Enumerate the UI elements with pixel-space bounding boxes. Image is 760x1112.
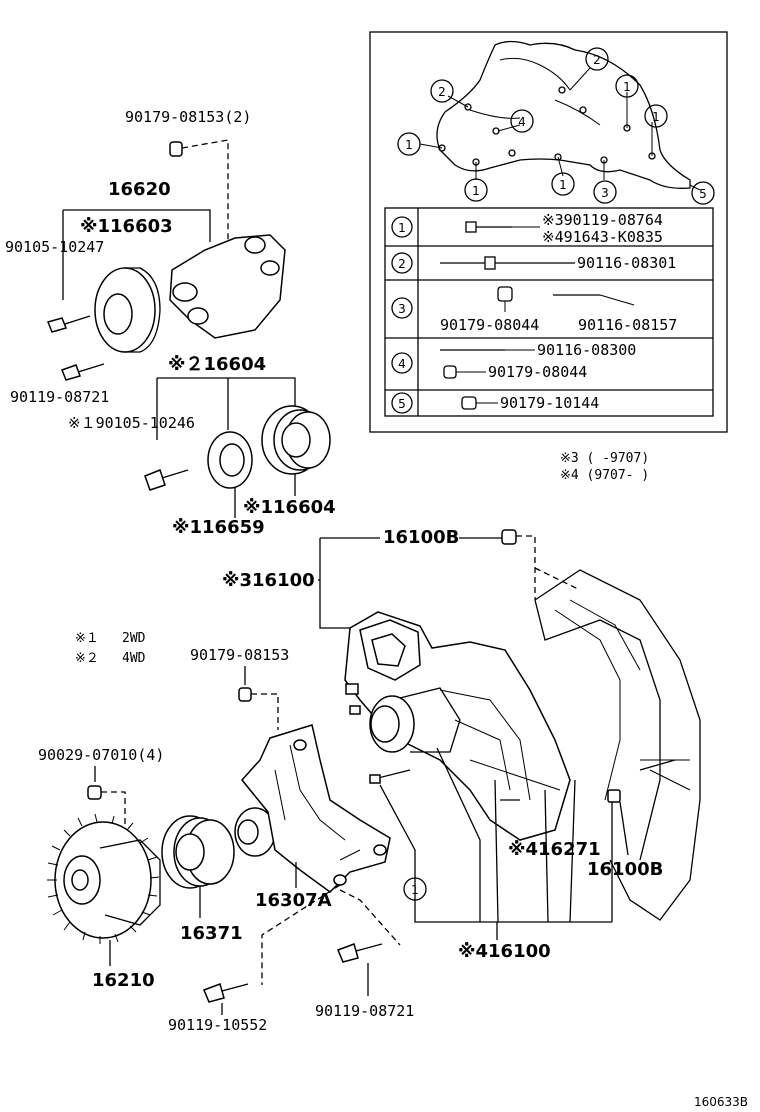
legend-notes: ※１ 2WD ※２ 4WD	[75, 631, 146, 666]
fan-pulley-icon	[161, 815, 235, 889]
svg-text:3: 3	[398, 302, 406, 316]
fan-coupling-icon	[47, 813, 161, 944]
svg-text:90116-08300: 90116-08300	[537, 341, 636, 359]
bolt-icon	[46, 317, 68, 333]
svg-text:5: 5	[398, 397, 406, 411]
figure-id: 160633B	[694, 1095, 748, 1109]
svg-text:90116-08157: 90116-08157	[578, 316, 677, 334]
nut-icon	[501, 529, 517, 545]
label-16100-bottom: ※416100	[458, 941, 551, 962]
svg-text:※390119-08764: ※390119-08764	[542, 211, 663, 229]
fan-pulley-group: 90179-08153 90029-07010(4) 16210 16371	[38, 646, 414, 1034]
svg-text:90179-08044: 90179-08044	[440, 316, 539, 334]
label-16659: ※116659	[172, 517, 265, 538]
fan-bracket-icon	[241, 724, 391, 893]
label-90179-08153: 90179-08153	[190, 646, 289, 664]
label-16100B-top: 16100B	[383, 527, 459, 548]
svg-text:3: 3	[601, 186, 609, 200]
label-90105-10246: ※１90105-10246	[68, 414, 195, 432]
nut-icon	[87, 785, 102, 800]
inset-box: 2 2 1 1 1 4 1 1 3 5 1 2 3 4 5	[369, 31, 728, 433]
nut-icon	[238, 687, 252, 702]
svg-text:※２: ※２	[75, 651, 99, 666]
note-4: ※4 (9707- )	[560, 468, 649, 483]
label-90119-08721-bottom: 90119-08721	[315, 1002, 414, 1020]
svg-text:4: 4	[518, 115, 526, 129]
svg-text:1: 1	[398, 221, 406, 235]
label-16307A: 16307A	[255, 890, 332, 911]
bracket-group: 90179-08153(2) 16620 ※116603 90105-10247…	[5, 108, 336, 538]
label-90029-07010: 90029-07010(4)	[38, 746, 164, 764]
label-90119-08721-top: 90119-08721	[10, 388, 109, 406]
svg-text:1: 1	[652, 110, 660, 124]
svg-text:※１: ※１	[75, 631, 99, 646]
svg-text:4WD: 4WD	[122, 651, 146, 666]
inset-frame	[369, 31, 728, 433]
label-90119-10552: 90119-10552	[168, 1016, 267, 1034]
svg-text:2: 2	[593, 53, 601, 67]
label-16371: 16371	[180, 923, 243, 944]
engine-block-outline	[534, 569, 701, 921]
svg-text:2WD: 2WD	[122, 631, 146, 646]
label-16100-top: ※316100	[222, 570, 315, 591]
bolt-icon	[203, 983, 225, 1003]
nut-icon	[169, 141, 183, 157]
svg-text:1: 1	[623, 80, 631, 94]
bolt-icon	[369, 774, 381, 784]
svg-text:90116-08301: 90116-08301	[577, 254, 676, 272]
svg-text:5: 5	[699, 187, 707, 201]
svg-text:1: 1	[405, 138, 413, 152]
nut-icon	[607, 789, 621, 803]
svg-text:2: 2	[398, 257, 406, 271]
svg-text:1: 1	[411, 883, 419, 897]
label-16210: 16210	[92, 970, 155, 991]
svg-text:※491643-K0835: ※491643-K0835	[542, 228, 663, 246]
svg-text:90179-10144: 90179-10144	[500, 394, 599, 412]
label-16620: 16620	[108, 179, 171, 200]
inset-legend-table: 1 2 3 4 5 ※390119-08764 ※491643-K0835 90…	[384, 207, 714, 417]
label-16603: ※116603	[80, 216, 173, 237]
bolt-icon	[61, 364, 81, 381]
label-16604-group: ※２16604	[168, 354, 266, 375]
label-16271: ※416271	[508, 839, 601, 860]
water-pump-group: 16100B ※316100	[222, 527, 701, 962]
svg-text:1: 1	[472, 184, 480, 198]
svg-text:90179-08044: 90179-08044	[488, 363, 587, 381]
inset-callout-circles: 2 2 1 1 1 4 1 1 3 5	[397, 47, 715, 205]
note-3: ※3 ( -9707)	[560, 451, 649, 466]
svg-text:1: 1	[559, 178, 567, 192]
label-90105-10247: 90105-10247	[5, 238, 104, 256]
label-16604-pulley: ※116604	[243, 497, 336, 518]
label-16100B-bottom: 16100B	[587, 859, 663, 880]
label-90179-08153-2: 90179-08153(2)	[125, 108, 251, 126]
timing-cover-outline	[436, 40, 691, 189]
svg-text:2: 2	[438, 85, 446, 99]
svg-text:4: 4	[398, 357, 406, 371]
bolt-icon	[337, 943, 359, 963]
callout-circle-1	[403, 877, 427, 901]
bolt-icon	[144, 469, 166, 491]
